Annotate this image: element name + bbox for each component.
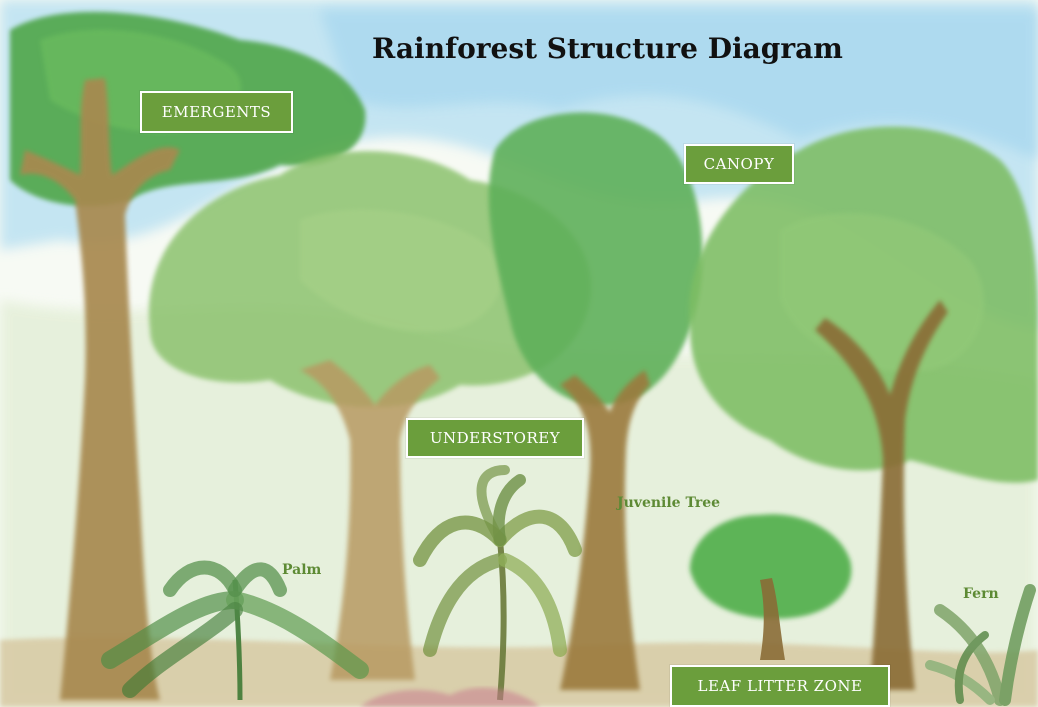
label-juvenile-tree: Juvenile Tree <box>617 495 720 511</box>
label-fern: Fern <box>963 586 999 602</box>
label-canopy: CANOPY <box>684 144 794 184</box>
label-leaf-litter-zone: LEAF LITTER ZONE <box>670 665 890 707</box>
label-understorey: UNDERSTOREY <box>406 418 584 458</box>
label-emergents: EMERGENTS <box>140 91 293 133</box>
label-palm: Palm <box>282 562 321 578</box>
diagram-title: Rainforest Structure Diagram <box>372 32 843 65</box>
